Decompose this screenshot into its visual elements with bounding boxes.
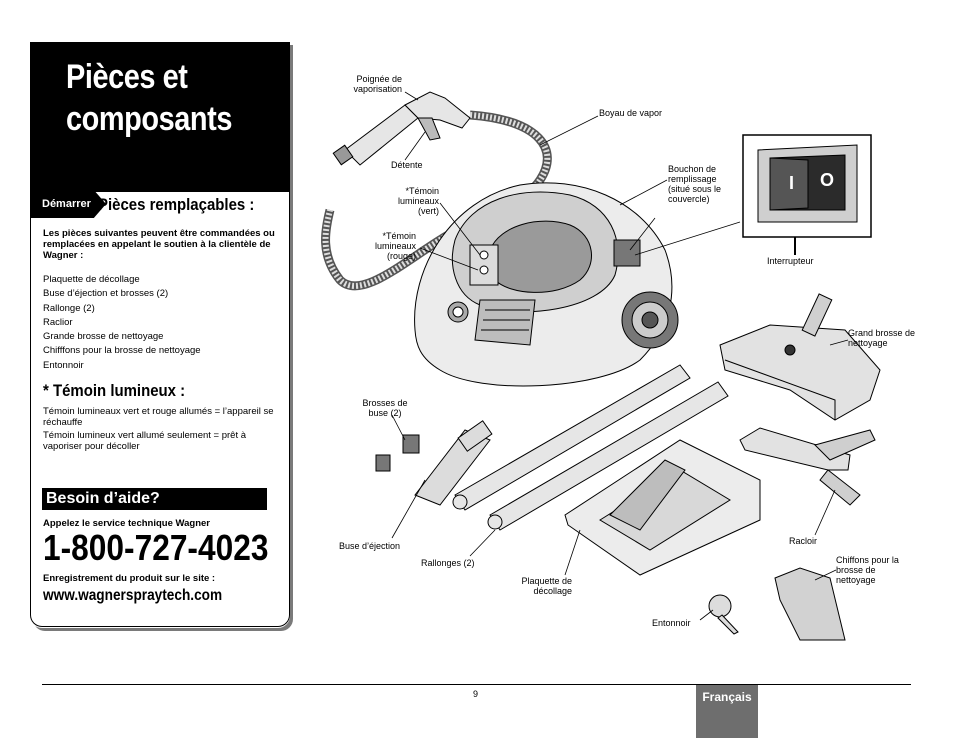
label-cloth: Chiffons pour la brosse de nettoyage	[836, 555, 899, 585]
start-tag: Démarrer	[30, 190, 106, 218]
list-item: Buse d’éjection et brosses (2)	[43, 288, 169, 300]
large-brush	[719, 293, 881, 421]
switch-off-label: O	[820, 170, 834, 190]
label-squeegee: Racloir	[789, 536, 818, 546]
label-switch: Interrupteur	[767, 256, 814, 266]
label-scraper-plate: Plaquette de décollage	[521, 576, 572, 596]
sidebar-body	[30, 192, 290, 627]
label-funnel: Entonnoir	[652, 618, 691, 628]
registration-text: Enregistrement du produit sur le site :	[43, 573, 216, 584]
page-title: Pièces et composants	[66, 56, 232, 140]
list-item: Rallonge (2)	[43, 302, 95, 314]
switch-on-label: I	[789, 173, 794, 193]
call-text: Appelez le service technique Wagner	[43, 518, 211, 529]
label-nozzle-brushes: Brosses de buse (2)	[362, 398, 408, 418]
funnel	[708, 594, 739, 635]
indicator-heading: * Témoin lumineux :	[43, 381, 186, 400]
title-line-1: Pièces et	[66, 58, 188, 96]
cleaning-cloth	[774, 567, 846, 641]
squeegee	[739, 427, 876, 506]
replaceable-intro: Les pièces suivantes peuvent être comman…	[43, 228, 275, 261]
label-steam-handle: Poignée de vaporisation	[353, 74, 402, 94]
extension-tubes	[452, 364, 729, 531]
label-large-brush: Grand brosse de nettoyage	[848, 328, 916, 348]
label-red-light: *Témoin lumineaux (rouge)	[374, 231, 416, 261]
label-extension-tubes: Rallonges (2)	[421, 558, 475, 568]
steam-handle	[332, 91, 471, 166]
parts-list: Plaquette de décollage Buse d’éjection e…	[43, 273, 201, 373]
list-item: Plaquette de décollage	[43, 274, 140, 285]
scraper-plate	[564, 439, 761, 576]
indicator-line-1: Témoin lumineaux vert et rouge allumés =…	[43, 406, 274, 428]
indicator-line-2: Témoin lumineux vert allumé seulement = …	[43, 430, 247, 452]
website-link[interactable]: www.wagnerspraytech.com	[43, 587, 223, 604]
sidebar-header: Pièces et composants	[30, 42, 290, 192]
label-steam-hose: Boyau de vapor	[599, 108, 663, 118]
nozzle-brushes	[375, 434, 420, 472]
label-jet-nozzle: Buse d’éjection	[338, 541, 400, 551]
language-tab[interactable]: Français	[696, 685, 758, 738]
title-line-2: composants	[66, 100, 232, 138]
leader-lines	[391, 91, 849, 621]
label-trigger: Détente	[391, 160, 423, 170]
jet-nozzle	[414, 420, 493, 506]
label-green-light: *Témoin lumineaux (vert)	[397, 186, 439, 216]
footer-divider	[42, 684, 911, 685]
replaceable-heading: Pièces remplaçables :	[98, 195, 255, 214]
sidebar-panel: Pièces et composants Démarrer Pièces rem…	[30, 42, 290, 628]
label-fill-cap: Bouchon de remplissage (situé sous le co…	[668, 164, 722, 204]
help-heading: Besoin d’aide?	[42, 488, 267, 510]
list-item: Raclior	[43, 316, 73, 328]
steam-cleaner-body	[414, 182, 679, 387]
phone-number[interactable]: 1-800-727-4023	[43, 527, 269, 568]
power-switch	[757, 144, 858, 223]
list-item: Chifffons pour la brosse de nettoyage	[43, 345, 201, 357]
list-item: Entonnoir	[43, 359, 84, 371]
list-item: Grande brosse de nettoyage	[43, 331, 164, 343]
page-number: 9	[473, 689, 479, 699]
